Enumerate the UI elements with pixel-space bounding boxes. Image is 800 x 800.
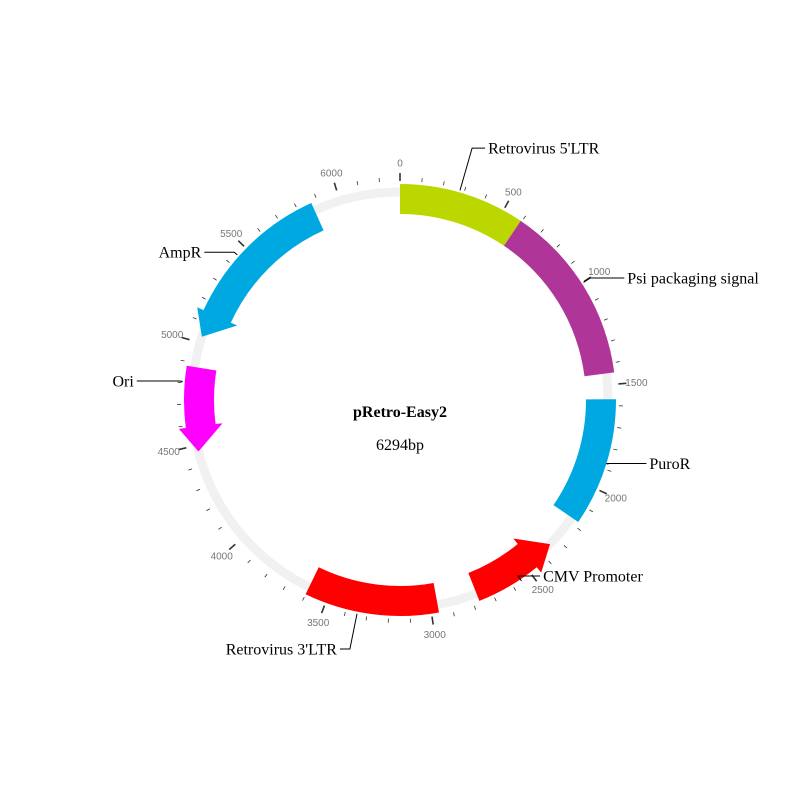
minor-tick <box>247 559 251 564</box>
label-ampr: AmpR <box>159 245 202 262</box>
leader-line <box>204 251 238 256</box>
major-tick <box>583 276 592 283</box>
minor-tick <box>314 193 317 198</box>
minor-tick <box>513 586 517 591</box>
minor-tick <box>188 468 193 471</box>
label-psi-packaging-signal: Psi packaging signal <box>627 271 759 288</box>
minor-tick <box>563 544 568 549</box>
minor-tick <box>213 277 217 281</box>
tick-label: 500 <box>505 187 522 198</box>
minor-tick <box>365 616 368 621</box>
tick-label: 0 <box>397 159 403 170</box>
label-ori: Ori <box>112 374 134 391</box>
minor-tick <box>196 488 201 492</box>
minor-tick <box>473 605 477 610</box>
feature-retrovirus-5ltr[interactable] <box>400 184 521 246</box>
major-tick <box>228 543 236 551</box>
major-tick <box>178 447 187 451</box>
tick-label: 1500 <box>625 378 648 389</box>
minor-tick <box>218 526 222 530</box>
minor-tick <box>282 586 286 591</box>
minor-tick <box>206 508 211 512</box>
major-tick <box>431 616 434 625</box>
major-tick <box>618 382 627 385</box>
minor-tick <box>540 229 544 233</box>
minor-tick <box>257 228 261 232</box>
feature-arcs <box>178 184 616 616</box>
major-tick <box>599 489 608 495</box>
minor-tick <box>617 427 622 429</box>
feature-puror[interactable] <box>553 399 616 523</box>
minor-tick <box>343 611 346 617</box>
feature-ori[interactable] <box>178 365 223 452</box>
label-puror: PuroR <box>649 456 690 473</box>
tick-label: 2500 <box>532 585 555 596</box>
leader-line <box>606 463 647 465</box>
minor-tick <box>607 469 612 472</box>
feature-psi-packaging-signal[interactable] <box>503 220 615 377</box>
minor-tick <box>275 214 278 219</box>
tick-marks: 0 500 1000 1500 2000 2500 3000 3500 4000 4500 5000… <box>158 159 648 642</box>
plasmid-name: pRetro-Easy2 <box>353 404 447 421</box>
tick-label: 3000 <box>424 630 447 641</box>
tick-label: 2000 <box>605 493 628 504</box>
plasmid-length: 6294bp <box>376 437 424 454</box>
minor-tick <box>356 181 359 186</box>
label-retrovirus-3ltr: Retrovirus 3'LTR <box>226 642 338 659</box>
minor-tick <box>201 296 206 300</box>
minor-tick <box>571 260 575 264</box>
minor-tick <box>613 448 618 451</box>
feature-retrovirus-3ltr[interactable] <box>305 567 440 616</box>
minor-tick <box>556 244 561 248</box>
tick-label: 5000 <box>161 330 184 341</box>
label-cmv-promoter: CMV Promoter <box>543 569 643 586</box>
minor-tick <box>453 612 455 617</box>
tick-label: 1000 <box>588 267 611 278</box>
minor-tick <box>294 203 297 208</box>
minor-tick <box>443 181 445 186</box>
minor-tick <box>610 339 615 342</box>
major-tick <box>504 200 510 209</box>
minor-tick <box>302 596 305 601</box>
leader-line <box>583 277 625 283</box>
minor-tick <box>192 317 197 320</box>
minor-tick <box>264 573 268 578</box>
minor-tick <box>594 298 599 301</box>
minor-tick <box>484 194 488 199</box>
minor-tick <box>577 527 582 531</box>
minor-tick <box>180 359 185 362</box>
tick-label: 6000 <box>320 169 343 180</box>
minor-tick <box>589 509 594 513</box>
tick-label: 4000 <box>211 552 234 563</box>
minor-tick <box>494 597 497 602</box>
minor-tick <box>226 259 230 263</box>
feature-labels: Retrovirus 5'LTR Psi packaging signalPuro… <box>112 141 759 659</box>
label-retrovirus-5ltr: Retrovirus 5'LTR <box>488 141 600 158</box>
minor-tick <box>523 215 527 220</box>
feature-cmv-promoter[interactable] <box>468 538 551 601</box>
leader-line <box>459 147 486 191</box>
major-tick <box>181 336 190 341</box>
major-tick <box>320 605 326 614</box>
feature-ampr[interactable] <box>197 203 324 337</box>
leader-line <box>339 613 358 650</box>
tick-label: 4500 <box>158 447 181 458</box>
major-tick <box>333 182 338 191</box>
minor-tick <box>615 361 620 363</box>
minor-tick <box>603 318 608 321</box>
minor-tick <box>548 560 552 565</box>
leader-line <box>517 575 541 582</box>
tick-label: 3500 <box>307 618 330 629</box>
minor-tick <box>464 186 467 191</box>
major-tick <box>237 240 245 247</box>
tick-label: 5500 <box>220 229 243 240</box>
